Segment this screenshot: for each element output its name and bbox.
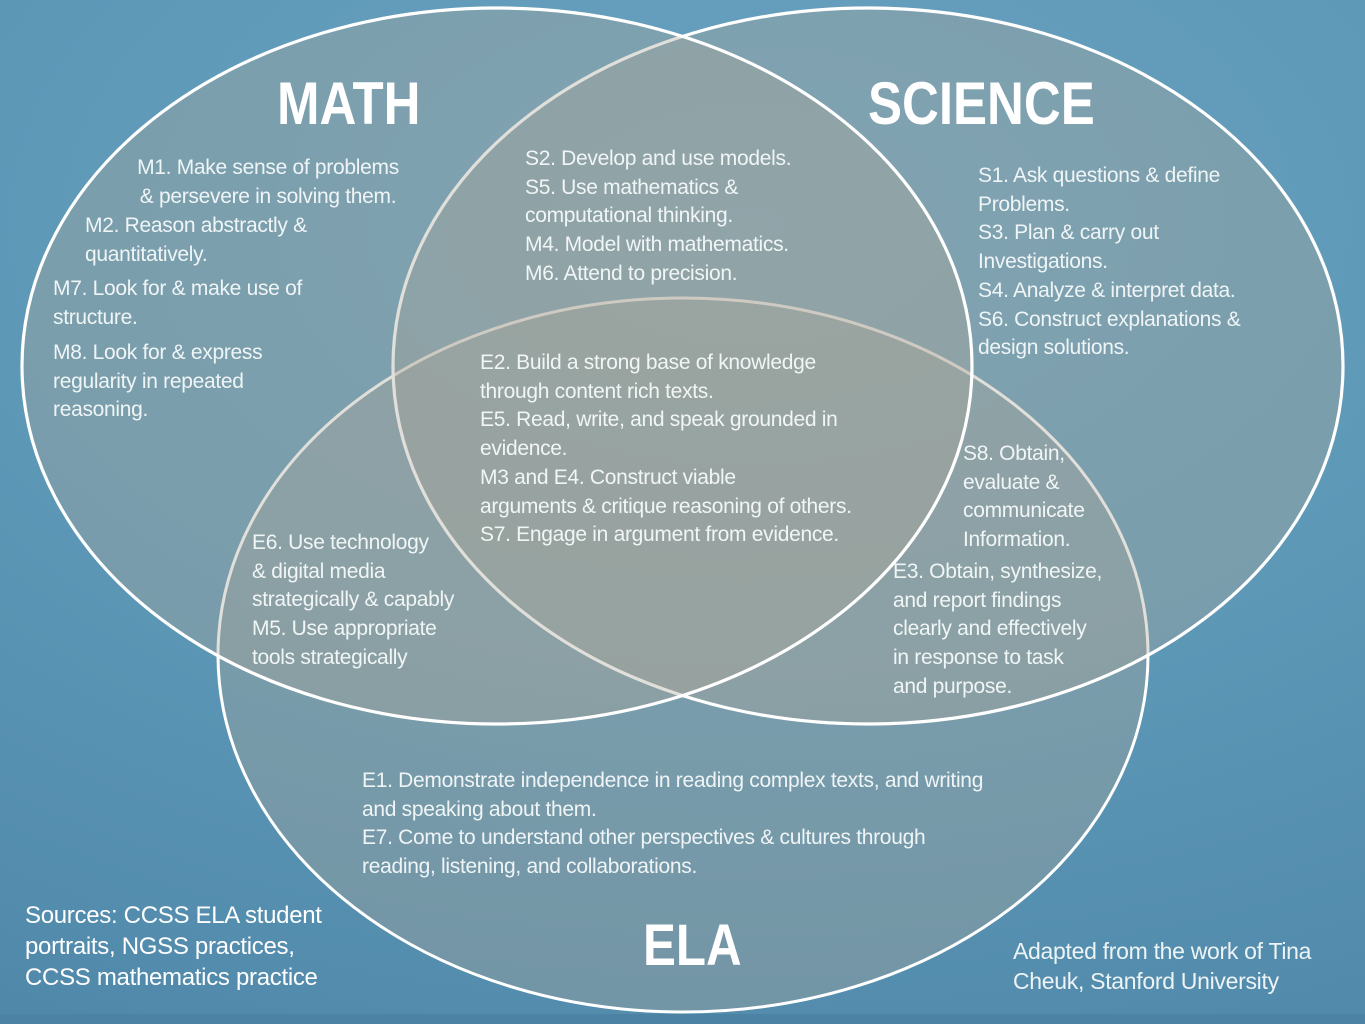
science-circle-title: SCIENCE <box>868 70 1095 137</box>
text-line: Sources: CCSS ELA student <box>25 902 322 929</box>
ela-circle-title: ELA <box>643 913 742 978</box>
text-line: M7. Look for & make use of <box>53 277 302 300</box>
text-line: portraits, NGSS practices, <box>25 933 295 960</box>
text-line: & persevere in solving them. <box>139 184 397 208</box>
text-line: E5. Read, write, and speak grounded in <box>480 408 838 432</box>
text-line: S5. Use mathematics & <box>525 175 739 199</box>
sources-note: Sources: CCSS ELA student portraits, NGS… <box>25 900 322 993</box>
triple-overlap-text: E2. Build a strong base of knowledge thr… <box>480 349 852 550</box>
text-line: M1. Make sense of problems <box>137 156 399 179</box>
bottom-edge-bar <box>0 1014 1365 1024</box>
text-line: and report findings <box>893 588 1062 612</box>
text-line: E3. Obtain, synthesize, <box>893 560 1103 583</box>
text-line: CCSS mathematics practice <box>25 964 318 991</box>
text-line: quantitatively. <box>85 242 208 266</box>
text-line: S6. Construct explanations & <box>978 307 1241 331</box>
text-line: Cheuk, Stanford University <box>1013 968 1279 994</box>
math-only-m7-text: M7. Look for & make use of structure. <box>53 275 302 332</box>
text-line: M5. Use appropriate <box>252 617 437 641</box>
science-ellipse <box>391 6 1345 726</box>
text-line: E2. Build a strong base of knowledge <box>480 351 816 374</box>
text-line: S2. Develop and use models. <box>525 147 792 170</box>
ela-only-text: E1. Demonstrate independence in reading … <box>362 767 983 882</box>
science-only-text: S1. Ask questions & define Problems. S3.… <box>978 162 1241 363</box>
math-science-overlap-text: S2. Develop and use models. S5. Use math… <box>525 145 792 289</box>
text-line: and speaking about them. <box>362 797 597 821</box>
text-line: S3. Plan & carry out <box>978 221 1159 245</box>
math-circle-title: MATH <box>277 70 421 137</box>
text-line: E7. Come to understand other perspective… <box>362 826 926 850</box>
text-line: Investigations. <box>978 250 1108 274</box>
text-line: evaluate & <box>963 470 1060 494</box>
attribution-note: Adapted from the work of Tina Cheuk, Sta… <box>1013 936 1311 996</box>
math-only-m2-text: M2. Reason abstractly & quantitatively. <box>85 212 307 269</box>
text-line: tools strategically <box>252 645 408 669</box>
text-line: clearly and effectively <box>893 617 1087 641</box>
text-line: Adapted from the work of Tina <box>1013 938 1312 964</box>
text-line: M3 and E4. Construct viable <box>480 465 736 489</box>
text-line: reading, listening, and collaborations. <box>362 855 698 879</box>
text-line: E1. Demonstrate independence in reading … <box>362 769 984 792</box>
math-only-m8-text: M8. Look for & express regularity in rep… <box>53 339 263 425</box>
text-line: evidence. <box>480 437 568 461</box>
text-line: computational thinking. <box>525 204 733 228</box>
text-line: S8. Obtain, <box>963 442 1065 465</box>
text-line: Problems. <box>978 192 1070 216</box>
text-line: M2. Reason abstractly & <box>85 214 307 237</box>
text-line: S7. Engage in argument from evidence. <box>480 523 839 547</box>
text-line: M6. Attend to precision. <box>525 261 738 285</box>
text-line: E6. Use technology <box>252 531 429 554</box>
science-ela-s8-text: S8. Obtain, evaluate & communicate Infor… <box>963 440 1085 555</box>
text-line: arguments & critique reasoning of others… <box>480 494 852 518</box>
math-ela-overlap-text: E6. Use technology & digital media strat… <box>252 529 454 673</box>
math-only-m1-text: M1. Make sense of problems & persevere i… <box>103 154 433 211</box>
text-line: M4. Model with mathematics. <box>525 233 789 257</box>
text-line: through content rich texts. <box>480 379 714 403</box>
text-line: regularity in repeated <box>53 369 244 393</box>
text-line: design solutions. <box>978 336 1130 360</box>
text-line: Information. <box>963 528 1071 552</box>
text-line: strategically & capably <box>252 588 455 612</box>
math-ellipse <box>20 6 974 726</box>
text-line: & digital media <box>252 559 386 583</box>
text-line: S4. Analyze & interpret data. <box>978 278 1236 302</box>
text-line: reasoning. <box>53 398 149 422</box>
text-line: M8. Look for & express <box>53 341 263 364</box>
text-line: S1. Ask questions & define <box>978 164 1221 187</box>
text-line: and purpose. <box>893 674 1012 698</box>
text-line: communicate <box>963 499 1085 523</box>
science-ela-e3-text: E3. Obtain, synthesize, and report findi… <box>893 558 1102 702</box>
text-line: structure. <box>53 305 138 329</box>
text-line: in response to task <box>893 646 1064 670</box>
